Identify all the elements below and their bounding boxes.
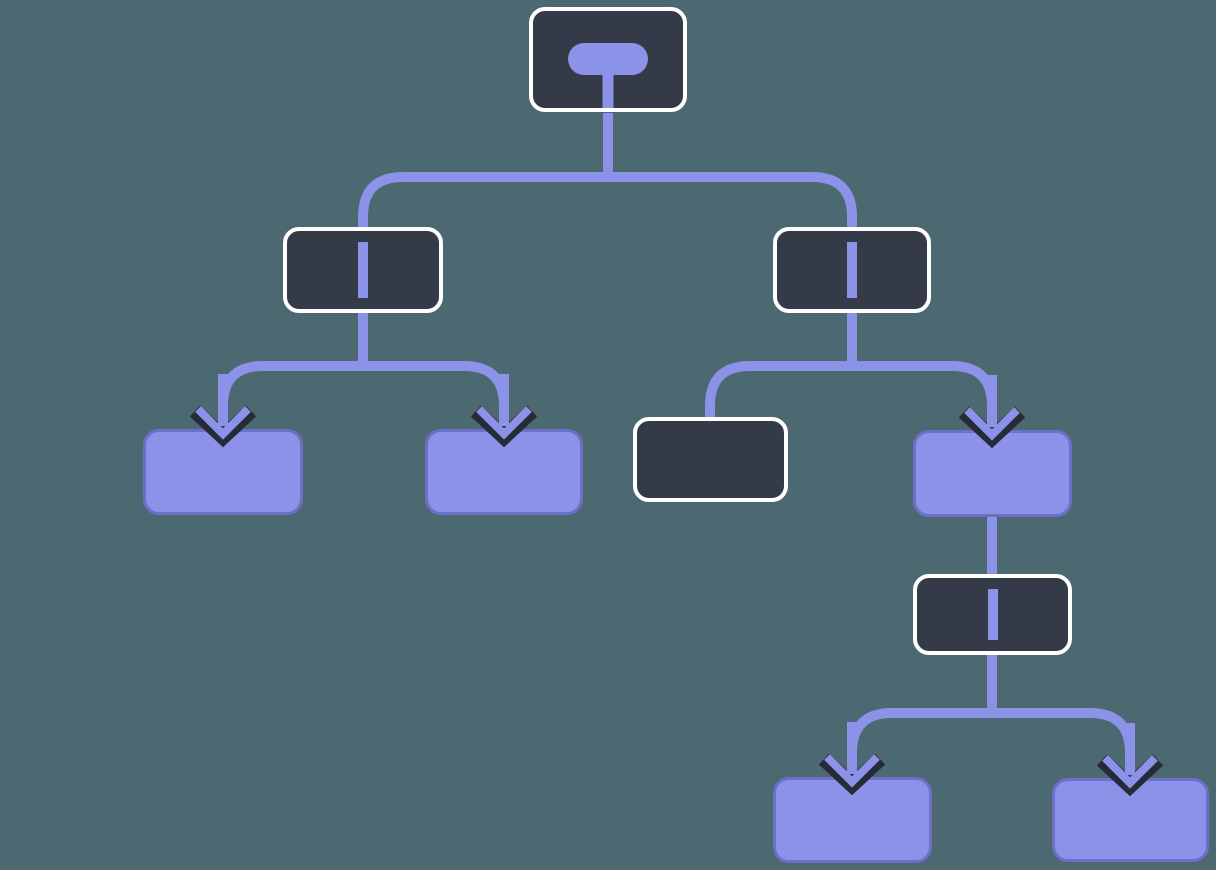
node-leaf-2[interactable] [425,429,583,515]
arrow-leaf-6-down-icon [1096,723,1164,797]
arrow-leaf-1-down-icon [189,374,257,448]
root-pill-icon [568,43,648,75]
connector-bottom-rail [847,708,1135,758]
node-branch-left[interactable] [283,227,443,313]
connector-right-rail [705,361,997,418]
branch-line-icon [847,242,857,298]
arrow-leaf-2-down-icon [470,374,538,448]
connector-top-rail [358,172,857,229]
node-root[interactable] [529,7,687,112]
node-leaf-6[interactable] [1052,778,1209,862]
connector-left-rail [218,361,509,410]
node-leaf-4[interactable] [913,430,1072,517]
arrow-leaf-5-down-icon [818,722,886,796]
node-leaf-5[interactable] [773,777,932,863]
branch-line-icon [358,242,368,298]
node-branch-bottom[interactable] [913,574,1072,655]
root-pill-stem-icon [602,69,614,108]
node-leaf-1[interactable] [143,429,303,515]
node-branch-right[interactable] [773,227,931,313]
arrow-leaf-4-down-icon [958,375,1026,449]
branch-line-icon [987,589,998,640]
node-leaf-3-dark[interactable] [633,417,788,502]
